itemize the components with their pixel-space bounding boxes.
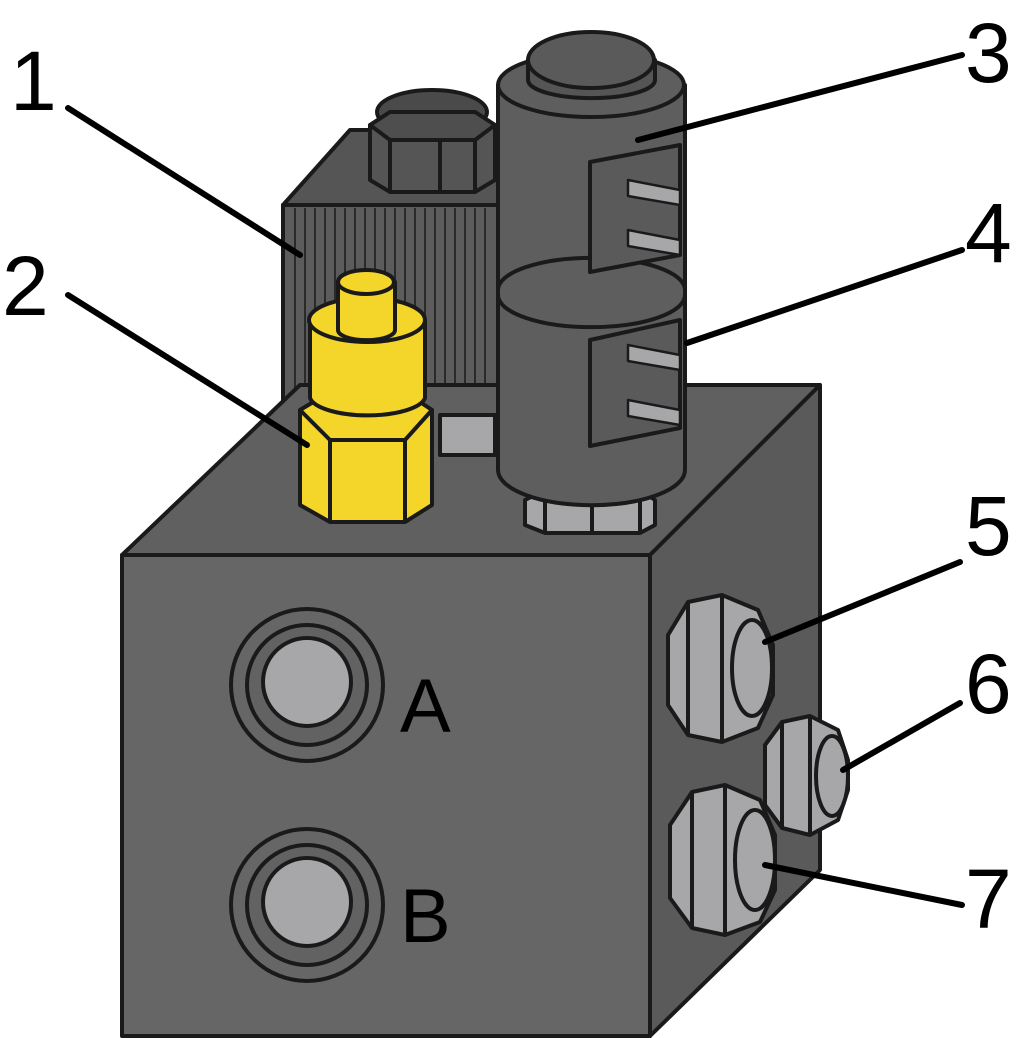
component-3-4-cartridge <box>496 30 687 535</box>
base-fitting <box>438 413 497 457</box>
port-a-label: A <box>400 664 451 749</box>
leader-lines <box>65 52 965 908</box>
callout-2: 2 <box>2 239 49 333</box>
callout-7: 7 <box>965 852 1012 946</box>
callout-6: 6 <box>965 637 1012 731</box>
callout-3: 3 <box>965 6 1012 100</box>
leader-line-2 <box>65 292 310 448</box>
leader-line-3 <box>635 52 965 143</box>
component-2-yellow-fitting <box>298 268 434 524</box>
leader-line-4 <box>684 247 965 346</box>
leader-line-7 <box>762 862 965 908</box>
port-a <box>229 607 385 763</box>
leader-line-5 <box>762 559 963 645</box>
component-7-plug <box>668 783 777 937</box>
leader-line-6 <box>840 700 963 773</box>
component-5-plug <box>666 593 775 744</box>
component-6-plug <box>763 714 850 837</box>
callout-5: 5 <box>965 479 1012 573</box>
callout-1: 1 <box>10 34 57 128</box>
port-b <box>229 827 385 983</box>
callout-4: 4 <box>965 186 1012 280</box>
leader-line-1 <box>65 105 303 258</box>
port-b-label: B <box>400 874 451 959</box>
